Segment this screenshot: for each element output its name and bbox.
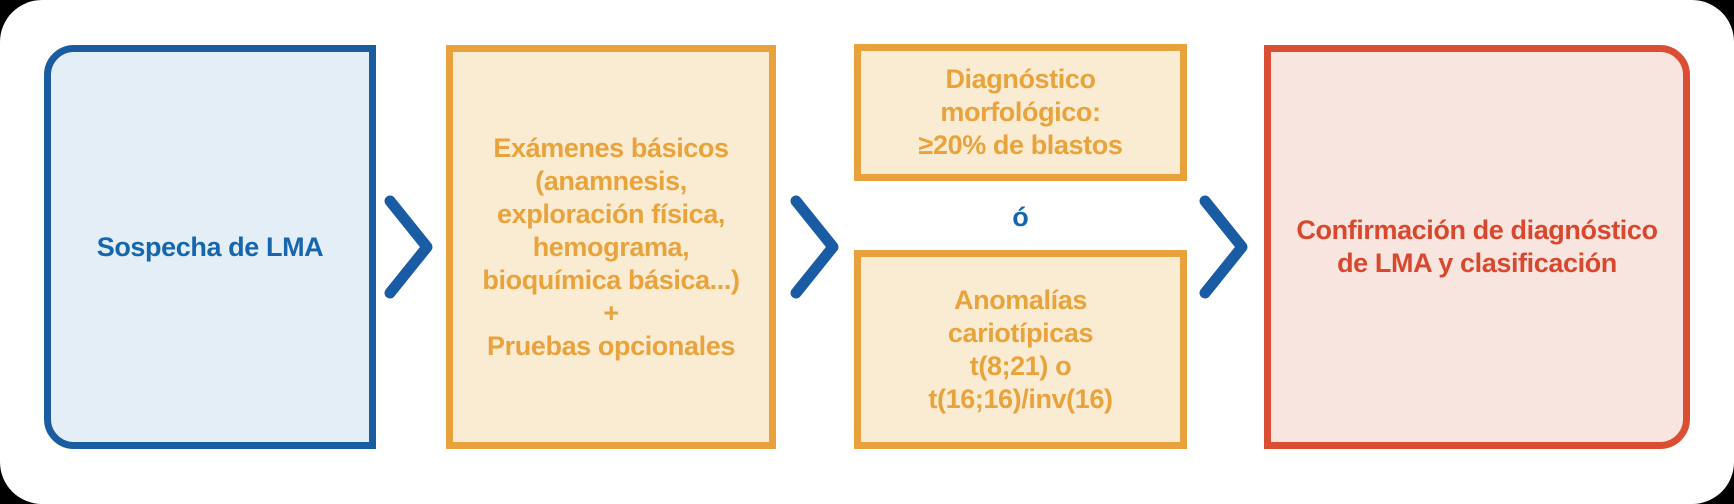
node-confirmacion-diagnostico: Confirmación de diagnóstico de LMA y cla… <box>1264 45 1690 449</box>
node-text-line: exploración física, <box>497 198 725 229</box>
node-text-line: ≥20% de blastos <box>918 130 1123 160</box>
node-text-line: bioquímica básica...) <box>482 264 740 295</box>
node-text-line: + <box>603 297 619 328</box>
node-diagnostico-morfologico: Diagnóstico morfológico: ≥20% de blastos <box>854 44 1187 181</box>
node-text-line: de LMA y clasificación <box>1337 248 1617 278</box>
node-text-line: Diagnóstico <box>945 64 1096 94</box>
node-text-line: hemograma, <box>532 231 690 262</box>
node-text-line: t(16;16)/inv(16) <box>928 383 1113 414</box>
node-text-line: morfológico: <box>940 97 1101 127</box>
node-examenes-basicos: Exámenes básicos (anamnesis, exploración… <box>446 45 776 449</box>
or-connector-label: ó <box>1012 201 1029 232</box>
chevron-right-icon <box>1198 192 1250 302</box>
node-sospecha-lma: Sospecha de LMA <box>44 45 376 449</box>
node-text-line: Exámenes básicos <box>493 132 729 163</box>
chevron-right-icon <box>383 192 435 302</box>
chevron-right-icon <box>789 192 841 302</box>
node-text-line: Pruebas opcionales <box>487 330 735 361</box>
node-text-line: t(8;21) o <box>969 350 1072 381</box>
node-text-line: Confirmación de diagnóstico <box>1296 215 1658 245</box>
node-anomalias-cariotipicas: Anomalías cariotípicas t(8;21) o t(16;16… <box>854 250 1187 449</box>
node-text-line: cariotípicas <box>947 317 1094 348</box>
node-text-line: Anomalías <box>954 284 1087 315</box>
node-text-line: (anamnesis, <box>535 165 687 196</box>
node-text-line: Sospecha de LMA <box>96 231 324 262</box>
